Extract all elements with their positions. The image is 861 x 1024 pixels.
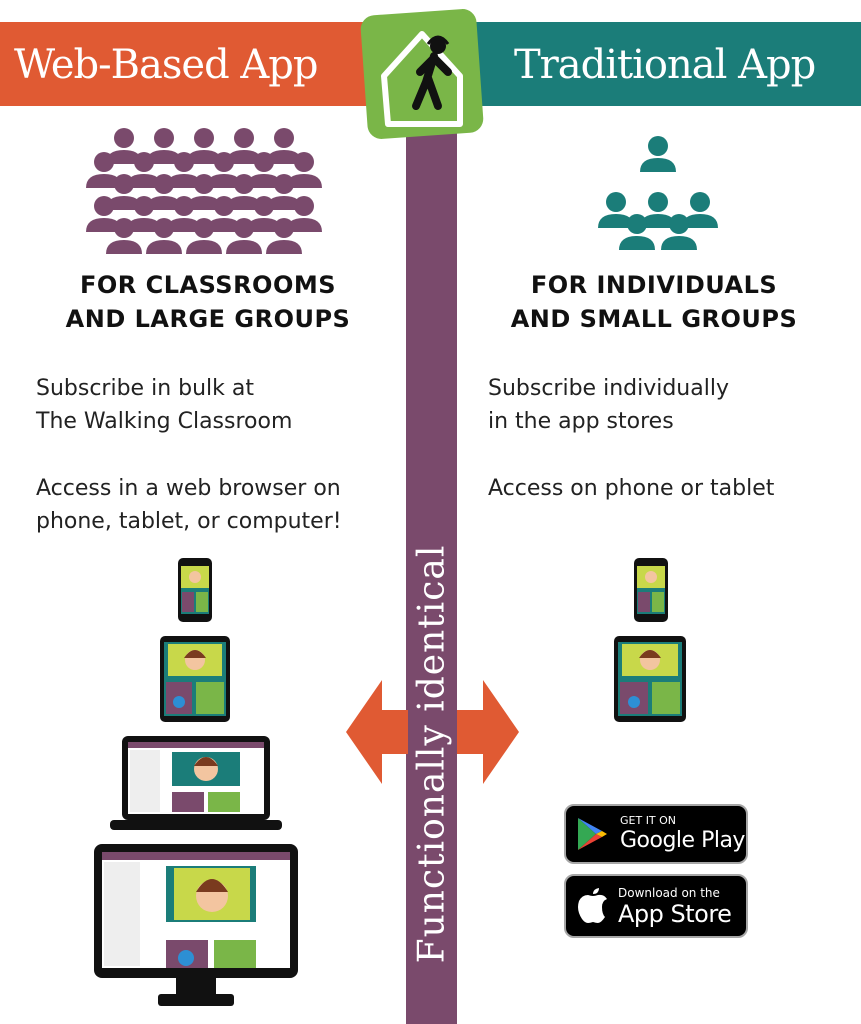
google-play-badge[interactable]: GET IT ON Google Play [564, 804, 748, 864]
right-subscribe-text: Subscribe individually in the app stores [488, 372, 729, 438]
desktop-monitor-icon [94, 844, 298, 1006]
tablet-icon [614, 636, 686, 722]
left-p1-line2: The Walking Classroom [36, 409, 293, 434]
left-p2-line1: Access in a web browser on [36, 476, 341, 501]
traditional-app-title: Traditional App [514, 42, 816, 88]
right-heading-line1: FOR INDIVIDUALS [530, 271, 778, 299]
left-heading-line1: FOR CLASSROOMS [79, 271, 337, 299]
walking-classroom-logo [360, 9, 484, 139]
center-divider [406, 100, 457, 1024]
app-store-badge[interactable]: Download on the App Store [564, 874, 748, 938]
right-heading: FOR INDIVIDUALS AND SMALL GROUPS [462, 268, 846, 336]
right-p1-line1: Subscribe individually [488, 376, 729, 401]
phone-icon [634, 558, 668, 622]
left-access-text: Access in a web browser on phone, tablet… [36, 472, 342, 538]
phone-icon [178, 558, 212, 622]
left-arrow-icon [346, 680, 408, 784]
web-based-app-title: Web-Based App [14, 42, 319, 88]
google-play-small-text: GET IT ON [620, 814, 677, 827]
functionally-identical-label: Functionally identical [411, 544, 453, 964]
right-heading-line2: AND SMALL GROUPS [510, 305, 798, 333]
google-play-big-text: Google Play [620, 828, 745, 853]
apple-icon [578, 888, 607, 923]
left-heading-line2: AND LARGE GROUPS [65, 305, 351, 333]
app-store-small-text: Download on the [618, 886, 720, 900]
large-group-icon [86, 128, 322, 254]
right-p1-line2: in the app stores [488, 409, 674, 434]
right-arrow-icon [457, 680, 519, 784]
web-based-app-banner: Web-Based App [0, 22, 430, 106]
google-play-icon [578, 818, 607, 850]
left-p2-line2: phone, tablet, or computer! [36, 509, 342, 534]
left-heading: FOR CLASSROOMS AND LARGE GROUPS [10, 268, 406, 336]
app-store-big-text: App Store [618, 900, 732, 928]
laptop-icon [110, 736, 282, 830]
left-p1-line1: Subscribe in bulk at [36, 376, 254, 401]
right-p2-line1: Access on phone or tablet [488, 476, 775, 501]
tablet-icon [160, 636, 230, 722]
traditional-app-banner: Traditional App [430, 22, 861, 106]
left-subscribe-text: Subscribe in bulk at The Walking Classro… [36, 372, 292, 438]
right-access-text: Access on phone or tablet [488, 472, 774, 505]
small-group-icon [598, 136, 718, 250]
